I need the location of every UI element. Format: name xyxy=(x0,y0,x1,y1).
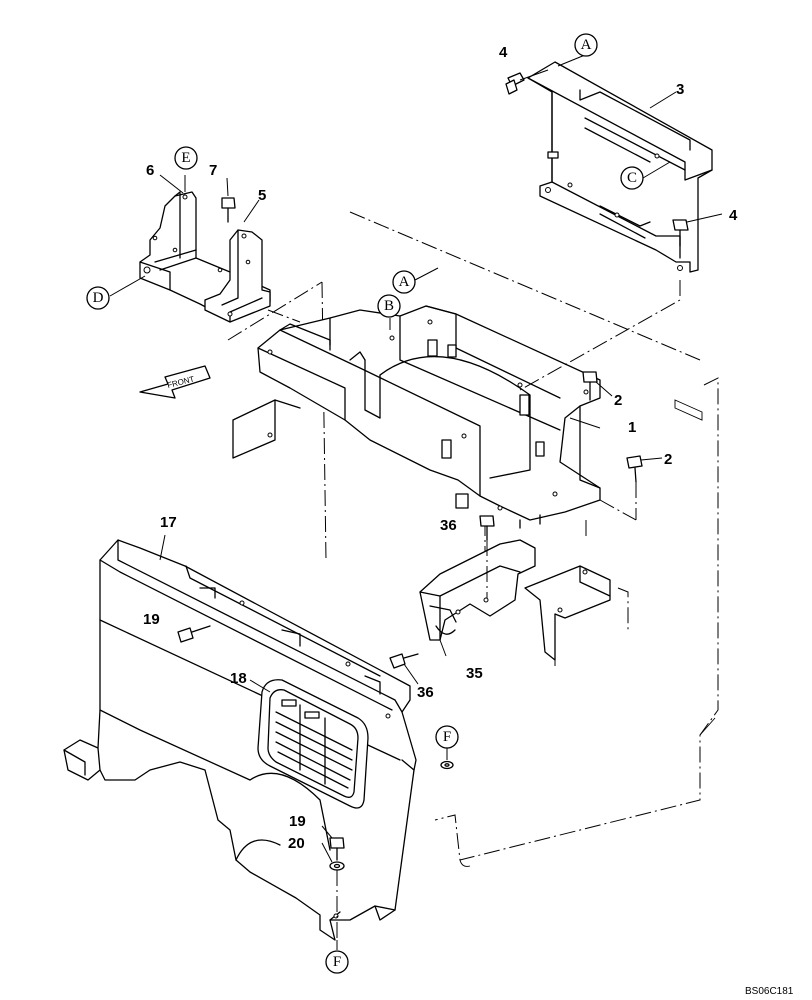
label-part-5: 5 xyxy=(258,187,266,204)
label-part-35: 35 xyxy=(466,665,483,682)
label-part-3: 3 xyxy=(676,81,684,98)
svg-text:C: C xyxy=(627,170,637,186)
ref-marker-c: C xyxy=(620,166,644,190)
front-arrow-icon: FRONT xyxy=(139,365,211,399)
guide-lines-right xyxy=(484,280,681,560)
part-35-bracket xyxy=(419,539,536,641)
label-part-36-bottom: 36 xyxy=(417,684,434,701)
ref-marker-f-bottom: F xyxy=(325,950,349,974)
part-18-grille xyxy=(257,679,369,809)
label-part-6: 6 xyxy=(146,162,154,179)
svg-text:F: F xyxy=(333,954,341,970)
part-3-mounting-plate xyxy=(527,61,713,273)
washer-f xyxy=(440,748,454,770)
part-5-bracket xyxy=(204,229,271,323)
drawing-code: BS06C181 xyxy=(745,986,794,997)
svg-text:E: E xyxy=(181,150,190,166)
svg-text:D: D xyxy=(93,290,104,306)
leader-lines xyxy=(109,54,677,950)
ref-marker-b: B xyxy=(377,294,401,318)
label-part-17: 17 xyxy=(160,514,177,531)
washer-20 xyxy=(321,842,345,940)
ref-marker-e: E xyxy=(174,146,198,170)
bolt-7 xyxy=(221,197,236,223)
label-part-4-top: 4 xyxy=(499,44,508,61)
label-part-2-right: 2 xyxy=(664,451,672,468)
bolt-19-bottom xyxy=(321,825,345,861)
svg-text:A: A xyxy=(399,274,410,290)
side-bracket-right xyxy=(524,565,629,666)
bolt-4-top xyxy=(505,69,549,95)
part-number-labels: 4 3 4 6 7 5 2 1 2 36 17 19 35 18 36 19 2… xyxy=(143,44,738,852)
svg-text:F: F xyxy=(443,729,451,745)
ref-marker-a-middle: A xyxy=(392,270,416,294)
bolt-2-top xyxy=(582,371,613,401)
part-17-rear-cover-panel xyxy=(63,539,417,941)
bolt-19-left xyxy=(177,625,211,643)
label-part-19-left: 19 xyxy=(143,611,160,628)
label-part-36-top: 36 xyxy=(440,517,457,534)
label-part-2-top: 2 xyxy=(614,392,622,409)
part-1-main-frame xyxy=(257,305,601,529)
ref-marker-a-top: A xyxy=(574,33,598,57)
reference-markers: A C E D A B F F xyxy=(86,33,644,974)
bolt-2-right xyxy=(626,455,663,483)
svg-text:A: A xyxy=(581,37,592,53)
ref-marker-f-right: F xyxy=(435,725,459,749)
label-part-18: 18 xyxy=(230,670,247,687)
label-part-19-bottom: 19 xyxy=(289,813,306,830)
label-part-7: 7 xyxy=(209,162,217,179)
ref-marker-d: D xyxy=(86,286,110,310)
bolt-4-right xyxy=(672,213,723,247)
svg-text:B: B xyxy=(384,298,394,314)
bolt-36-top xyxy=(479,515,495,598)
label-part-4-right: 4 xyxy=(729,207,738,224)
label-part-20: 20 xyxy=(288,835,305,852)
frame-outline xyxy=(349,211,719,867)
label-part-1: 1 xyxy=(628,419,636,436)
bolt-36-bottom xyxy=(389,653,419,685)
frame-side-bracket xyxy=(232,399,301,459)
